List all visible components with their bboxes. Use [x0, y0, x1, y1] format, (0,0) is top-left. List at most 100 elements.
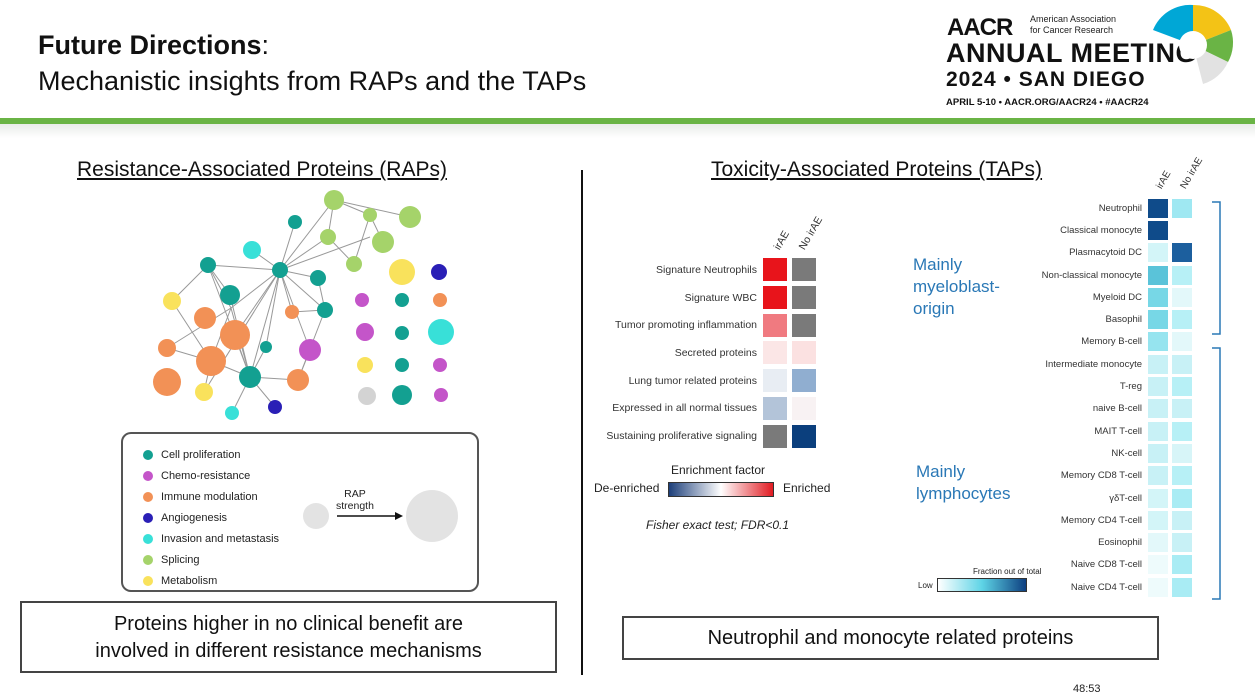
raps-section-title: Resistance-Associated Proteins (RAPs): [77, 158, 447, 181]
heatmap-cell: [1172, 243, 1192, 263]
heatmap-row-label: Memory B-cell: [1081, 336, 1142, 348]
heatmap-row-label: Tumor promoting inflammation: [615, 319, 757, 332]
heatmap-row: Secreted proteins: [560, 339, 821, 367]
heatmap-row-label: Naive CD4 T-cell: [1070, 581, 1142, 593]
legend-dot: [143, 470, 153, 481]
heatmap-cell: [763, 396, 787, 420]
heatmap-cell: [1172, 354, 1192, 374]
legend-item: Immune modulation: [143, 486, 279, 507]
heatmap-cell: [1172, 310, 1192, 330]
aacr-logo-graphic: [1153, 4, 1234, 84]
rap-legend-box: Cell proliferation Chemo-resistance Immu…: [121, 432, 479, 592]
heatmap-row: NK-cell: [990, 442, 1196, 464]
meeting-dates: APRIL 5-10 • AACR.ORG/AACR24 • #AACR24: [946, 97, 1149, 108]
legend-item: Angiogenesis: [143, 507, 279, 528]
heatmap-cell: [1148, 443, 1168, 463]
taps-section-title: Toxicity-Associated Proteins (TAPs): [711, 158, 1043, 181]
heatmap-cell: [1172, 488, 1192, 508]
heatmap-cell: [792, 424, 816, 448]
heatmap-cell: [792, 258, 816, 282]
heatmap-row: Neutrophil: [990, 197, 1196, 219]
heatmap-row: Signature Neutrophils: [560, 256, 821, 284]
aacr-logo-text: AACR: [947, 14, 1013, 41]
heatmap-row: Naive CD4 T-cell: [990, 576, 1196, 598]
heatmap-row: Intermediate monocyte: [990, 353, 1196, 375]
heatmap-cell: [1148, 377, 1168, 397]
video-timestamp: 48:53: [1073, 683, 1101, 695]
heatmap-cell: [1148, 310, 1168, 330]
heatmap-cell: [1148, 198, 1168, 218]
heatmap-cell: [1148, 399, 1168, 419]
heatmap-row-label: Signature WBC: [684, 291, 757, 304]
heatmap-row: Expressed in all normal tissues: [560, 395, 821, 423]
heatmap-cell: [763, 369, 787, 393]
heatmap-cell: [763, 258, 787, 282]
heatmap-cell: [1148, 332, 1168, 352]
group-brackets: [1212, 201, 1221, 600]
heatmap-cell: [1148, 533, 1168, 553]
legend-dot: [143, 533, 153, 544]
legend-item: Splicing: [143, 549, 279, 570]
heatmap-row-label: MAIT T-cell: [1094, 425, 1142, 437]
heatmap-row: Signature WBC: [560, 284, 821, 312]
enrichment-scale-low: De-enriched: [594, 481, 660, 495]
heatmap-cell: [1148, 287, 1168, 307]
fisher-footnote: Fisher exact test; FDR<0.1: [646, 518, 790, 532]
heatmap-row-label: Neutrophil: [1098, 202, 1142, 214]
header-shadow: [0, 124, 1255, 138]
heatmap-row: Tumor promoting inflammation: [560, 311, 821, 339]
heatmap-cell: [1148, 510, 1168, 530]
heatmap-row: Eosinophil: [990, 532, 1196, 554]
heatmap-cell: [1148, 265, 1168, 285]
heatmap-cell: [1148, 220, 1168, 240]
heatmap-cell: [1172, 555, 1192, 575]
heatmap-row-label: γδT-cell: [1109, 492, 1142, 504]
rap-strength-scale: [303, 490, 458, 542]
celltype-col-header: No irAE: [1178, 155, 1206, 191]
heatmap-row-label: Expressed in all normal tissues: [612, 402, 757, 415]
slide-title: Future Directions:: [38, 30, 270, 60]
celltype-col-header: irAE: [1154, 169, 1174, 191]
heatmap-row-label: Plasmacytoid DC: [1069, 247, 1142, 259]
heatmap-cell: [1172, 265, 1192, 285]
rap-network-graph: [153, 190, 454, 420]
heatmap-row-label: Memory CD8 T-cell: [1060, 470, 1142, 482]
legend-dot: [143, 554, 153, 565]
heatmap-cell: [1172, 198, 1192, 218]
annual-meeting-label: ANNUAL MEETING: [946, 38, 1198, 68]
heatmap-row-label: naive B-cell: [1092, 403, 1142, 415]
legend-dot: [143, 575, 153, 586]
heatmap-cell: [1172, 399, 1192, 419]
heatmap-cell: [1148, 354, 1168, 374]
heatmap-row: Basophil: [990, 309, 1196, 331]
heatmap-row-label: NK-cell: [1111, 447, 1142, 459]
heatmap-row-label: Intermediate monocyte: [1045, 358, 1142, 370]
enrichment-scale-high: Enriched: [783, 481, 831, 495]
heatmap-cell: [1148, 488, 1168, 508]
heatmap-cell: [763, 286, 787, 310]
heatmap-row: Myeloid DC: [990, 286, 1196, 308]
heatmap-cell: [792, 286, 816, 310]
heatmap-cell: [1172, 510, 1192, 530]
heatmap-row: naive B-cell: [990, 398, 1196, 420]
heatmap-row-label: Non-classical monocyte: [1041, 269, 1142, 281]
year-city-label: 2024 • SAN DIEGO: [946, 68, 1146, 91]
heatmap-row: Memory CD4 T-cell: [990, 509, 1196, 531]
heatmap-row: Sustaining proliferative signaling: [560, 422, 821, 450]
heatmap-row-label: Sustaining proliferative signaling: [606, 430, 757, 443]
heatmap-row: MAIT T-cell: [990, 420, 1196, 442]
heatmap-row: Classical monocyte: [990, 219, 1196, 241]
heatmap-cell: [1172, 466, 1192, 486]
heatmap-row-label: Basophil: [1105, 314, 1142, 326]
heatmap-row-label: Classical monocyte: [1060, 224, 1142, 236]
fraction-scale-title: Fraction out of total: [973, 567, 1042, 576]
heatmap-row-label: Signature Neutrophils: [656, 263, 757, 276]
heatmap-cell: [1172, 533, 1192, 553]
heatmap-cell: [1172, 577, 1192, 597]
header-divider-bar: [0, 118, 1255, 124]
raps-conclusion-box: Proteins higher in no clinical benefit a…: [20, 601, 557, 673]
heatmap-row: Naive CD8 T-cell: [990, 554, 1196, 576]
enrichment-scale-title: Enrichment factor: [671, 463, 766, 477]
heatmap-row-label: Lung tumor related proteins: [628, 374, 757, 387]
